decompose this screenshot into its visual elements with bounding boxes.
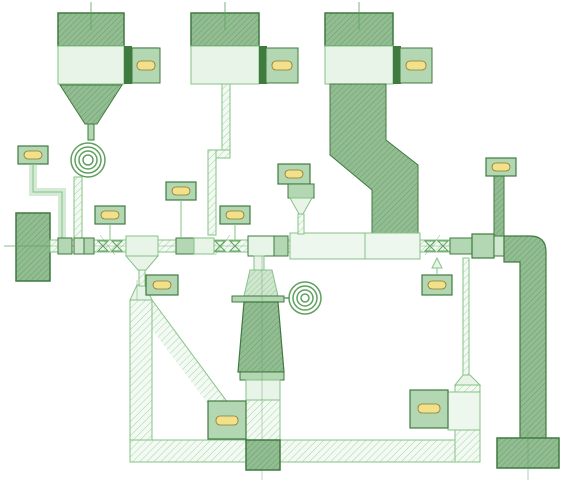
motor-box-2 xyxy=(259,46,298,84)
control-panel-10 xyxy=(410,390,448,428)
control-panel-5 xyxy=(278,164,314,234)
motor-box-3 xyxy=(393,46,432,84)
right-l-pipe xyxy=(494,170,559,480)
control-panel-7 xyxy=(486,158,516,176)
chute-diagonal xyxy=(330,84,418,235)
control-panel-2 xyxy=(95,206,125,240)
hopper-2 xyxy=(191,2,259,235)
control-panel-3 xyxy=(166,182,196,238)
control-panel-4 xyxy=(220,206,250,240)
spiral-coil-2 xyxy=(284,282,321,314)
control-panel-8 xyxy=(422,258,452,295)
spiral-coil-1 xyxy=(71,143,105,177)
bottom-loop-duct xyxy=(130,285,480,462)
control-panel-6 xyxy=(146,275,178,295)
motor-box-1 xyxy=(124,46,160,84)
bottom-center-tank xyxy=(246,440,280,470)
control-panel-9 xyxy=(208,401,246,439)
right-tower xyxy=(448,258,480,430)
hopper-3 xyxy=(325,2,418,235)
